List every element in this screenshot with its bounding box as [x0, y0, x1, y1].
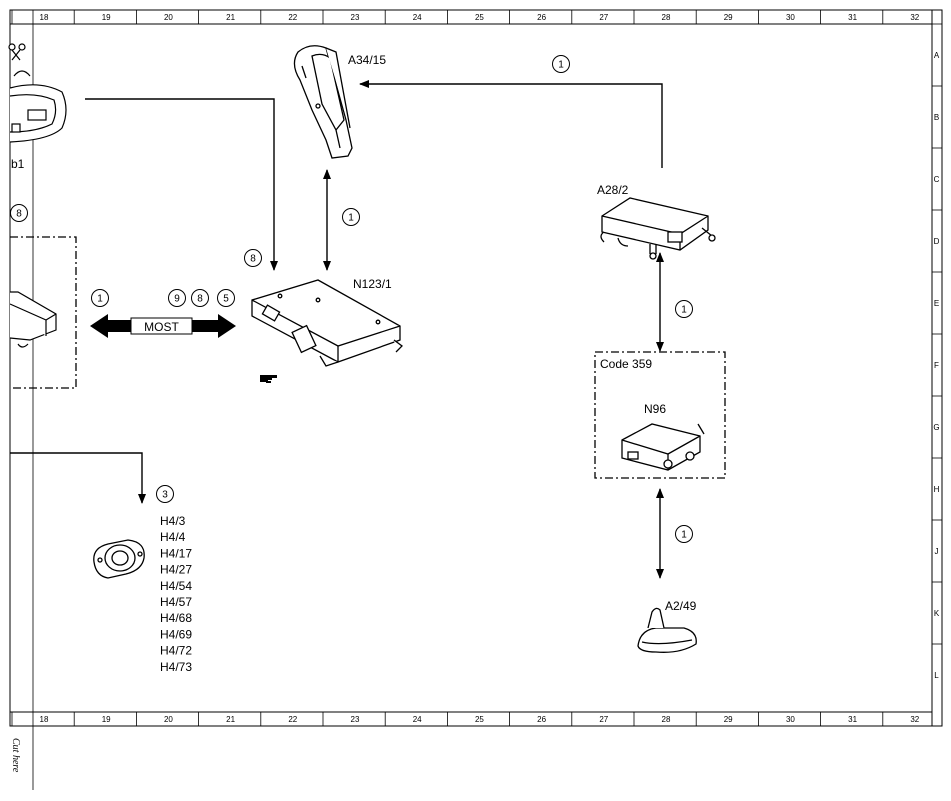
n123-1-module: [251, 279, 403, 367]
left-partial-module: [9, 291, 57, 348]
ref-1-most-left: 1: [97, 294, 103, 305]
column-number: 25: [475, 715, 484, 724]
column-number: 19: [102, 715, 111, 724]
column-number: 22: [288, 13, 297, 22]
pointing-hand-icon: [260, 375, 277, 383]
column-number: 28: [662, 715, 671, 724]
ref-1-a28-n96: 1: [681, 305, 687, 316]
column-ticks-bottom: 18 19 20 21 22 23 24 25 26 27 28 29 30 31 32: [11, 712, 920, 726]
label-b1: b1: [11, 157, 25, 171]
column-number: 29: [724, 13, 733, 22]
row-letter: A: [934, 51, 940, 60]
column-number: 27: [599, 13, 608, 22]
speaker-list: H4/3H4/4H4/17H4/27H4/54H4/57H4/68H4/69H4…: [160, 514, 192, 674]
ref-1-n96-a249: 1: [681, 530, 687, 541]
dashdot-boxes: [10, 236, 726, 479]
label-a2-49: A2/49: [665, 599, 697, 613]
column-number: 19: [102, 13, 111, 22]
column-number: 26: [537, 715, 546, 724]
label-n123-1: N123/1: [353, 277, 392, 291]
column-number: 23: [351, 715, 360, 724]
ref-3-speakers: 3: [162, 490, 168, 501]
row-ticks: A B C D E F G H J K L: [932, 23, 942, 680]
column-number: 18: [40, 13, 49, 22]
column-number: 29: [724, 715, 733, 724]
column-number: 26: [537, 13, 546, 22]
row-letter: L: [934, 671, 939, 680]
ref-circles: [10, 55, 693, 543]
column-number: 21: [226, 715, 235, 724]
ref-1-top-right: 1: [558, 60, 564, 71]
column-number: 22: [288, 715, 297, 724]
ref-circle-numbers: 1 1 1 1 8 8 1 9 8 5 3: [16, 60, 687, 541]
column-number: 20: [164, 13, 173, 22]
column-number: 32: [910, 13, 919, 22]
speaker-component: [93, 539, 145, 579]
most-label-box: [130, 317, 193, 335]
column-number: 18: [40, 715, 49, 724]
column-number: 31: [848, 715, 857, 724]
row-letter: D: [934, 237, 940, 246]
speaker-label: H4/27: [160, 563, 192, 577]
label-n96: N96: [644, 402, 666, 416]
row-letter: F: [934, 361, 939, 370]
row-letter: E: [934, 299, 939, 308]
ref-5-most: 5: [223, 294, 229, 305]
column-number: 21: [226, 13, 235, 22]
column-ticks-top: 18 19 20 21 22 23 24 25 26 27 28 29 30 31 32: [11, 10, 920, 24]
speaker-label: H4/68: [160, 611, 192, 625]
speaker-label: H4/54: [160, 579, 192, 593]
speaker-label: H4/17: [160, 546, 192, 560]
row-letter: K: [934, 609, 940, 618]
column-number: 24: [413, 13, 422, 22]
ref-8-n123: 8: [250, 254, 256, 265]
ref-1-a34-n123: 1: [348, 213, 354, 224]
speaker-label: H4/72: [160, 644, 192, 658]
row-letter: C: [934, 175, 940, 184]
cut-here-note: Cut here: [10, 738, 21, 773]
most-label: MOST: [144, 320, 179, 334]
connection-lines: [10, 80, 664, 579]
a2-49-antenna: [637, 607, 697, 653]
speaker-label: H4/73: [160, 660, 192, 674]
column-number: 32: [910, 715, 919, 724]
speaker-label: H4/3: [160, 514, 186, 528]
most-bus: MOST: [90, 314, 236, 338]
b1-mirror-component: [8, 43, 67, 143]
column-number: 23: [351, 13, 360, 22]
label-a34-15: A34/15: [348, 53, 386, 67]
column-number: 28: [662, 13, 671, 22]
label-a28-2: A28/2: [597, 183, 629, 197]
column-number: 31: [848, 13, 857, 22]
row-letter: B: [934, 113, 939, 122]
column-number: 30: [786, 13, 795, 22]
label-code-359: Code 359: [600, 357, 652, 371]
a28-2-module: [600, 197, 716, 260]
column-number: 24: [413, 715, 422, 724]
ref-8-left: 8: [16, 209, 22, 220]
row-letter: J: [935, 547, 939, 556]
speaker-label: H4/4: [160, 530, 186, 544]
ref-9-most: 9: [174, 294, 180, 305]
column-number: 30: [786, 715, 795, 724]
column-number: 27: [599, 715, 608, 724]
n96-module: [621, 423, 705, 471]
a34-15-cradle: [293, 45, 353, 159]
row-letter: H: [934, 485, 940, 494]
ruler-frame: [9, 9, 943, 790]
ref-8-most: 8: [197, 294, 203, 305]
column-number: 25: [475, 13, 484, 22]
row-letter: G: [933, 423, 939, 432]
speaker-label: H4/57: [160, 595, 192, 609]
speaker-label: H4/69: [160, 627, 192, 641]
column-number: 20: [164, 715, 173, 724]
